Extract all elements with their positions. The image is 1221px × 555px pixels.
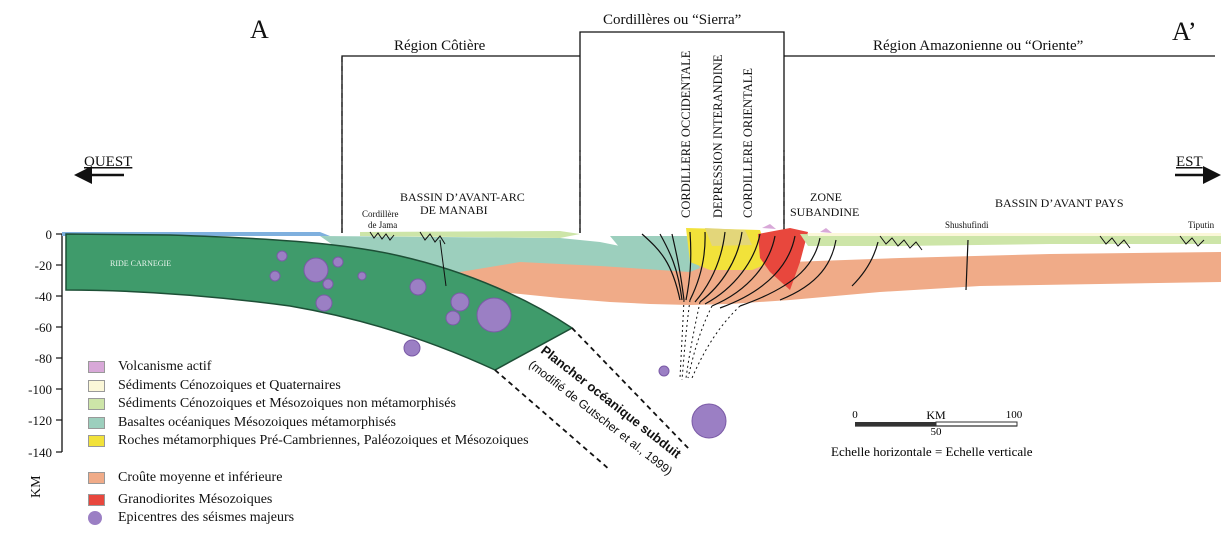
cordillere-occidentale-label: CORDILLERE OCCIDENTALE (679, 50, 693, 218)
legend-item: Sédiments Cénozoiques et Mésozoiques non… (88, 395, 548, 414)
legend-item: Granodiorites Mésozoiques (88, 491, 548, 510)
epicenter (404, 340, 420, 356)
depth-tick-140: -140 (28, 445, 52, 460)
epicenter (692, 404, 726, 438)
legend-swatch (88, 494, 105, 506)
section-start-label: A (250, 15, 269, 44)
subandine-label-2: SUBANDINE (790, 205, 859, 219)
subducted-floor-label: Plancher océanique subduit (538, 343, 684, 462)
jama-label-1: Cordillère (362, 209, 399, 219)
legend-item: Basaltes océaniques Mésozoiques métamorp… (88, 414, 548, 433)
legend-swatch (88, 380, 105, 392)
legend-label: Roches métamorphiques Pré-Cambriennes, P… (118, 432, 548, 450)
legend-swatch (88, 472, 105, 484)
epicenter (304, 258, 328, 282)
depth-tick-0: 0 (46, 227, 53, 242)
region-coastal-label: Région Côtière (394, 38, 486, 54)
depth-tick-100: -100 (28, 382, 52, 397)
depth-tick-60: -60 (35, 320, 52, 335)
manabi-basin-label-2: DE MANABI (420, 203, 488, 217)
epicenter (451, 293, 469, 311)
legend-item: Epicentres des séismes majeurs (88, 509, 548, 528)
legend-label: Basaltes océaniques Mésozoiques métamorp… (118, 414, 396, 432)
west-label: OUEST (84, 154, 132, 170)
epicenter (333, 257, 343, 267)
section-end-label: A’ (1172, 17, 1197, 46)
epicenter (323, 279, 333, 289)
epicenter (410, 279, 426, 295)
depth-tick-40: -40 (35, 289, 52, 304)
manabi-basin-label-1: BASSIN D’AVANT-ARC (400, 190, 525, 204)
legend-swatch (88, 398, 105, 410)
legend-item: Croûte moyenne et inférieure (88, 469, 548, 488)
scale-unit: KM (926, 408, 946, 422)
foreland-basin-label: BASSIN D’AVANT PAYS (995, 196, 1124, 210)
legend-item: Volcanisme actif (88, 358, 548, 377)
depth-tick-20: -20 (35, 258, 52, 273)
tiputini-label: Tiputin (1188, 220, 1215, 230)
legend: Volcanisme actif Sédiments Cénozoiques e… (88, 358, 548, 528)
depth-unit-label: KM (29, 475, 44, 498)
depth-axis (56, 234, 62, 452)
depth-tick-80: -80 (35, 351, 52, 366)
depth-tick-120: -120 (28, 413, 52, 428)
legend-label: Croûte moyenne et inférieure (118, 469, 282, 487)
east-label: EST (1176, 154, 1203, 170)
scale-tick-0: 0 (852, 409, 858, 421)
scale-tick-50: 50 (931, 426, 943, 438)
legend-item: Sédiments Cénozoiques et Quaternaires (88, 377, 548, 396)
epicenter (446, 311, 460, 325)
depression-interandine-label: DEPRESSION INTERANDINE (711, 54, 725, 218)
legend-label: Volcanisme actif (118, 358, 211, 376)
epicenter (316, 295, 332, 311)
epicenter-legend-icon (88, 511, 102, 525)
jama-label-2: de Jama (368, 220, 397, 230)
carnegie-ridge-label: RIDE CARNEGIE (110, 259, 171, 268)
epicenter (477, 298, 511, 332)
legend-swatch (88, 361, 105, 373)
legend-label: Sédiments Cénozoiques et Mésozoiques non… (118, 395, 456, 413)
subandine-label-1: ZONE (810, 190, 842, 204)
legend-label: Granodiorites Mésozoiques (118, 491, 272, 509)
legend-item: Roches métamorphiques Pré-Cambriennes, P… (88, 432, 548, 469)
subducted-floor-source: (modifié de Gutscher et al., 1999) (526, 357, 675, 478)
region-sierra-label: Cordillères ou “Sierra” (603, 12, 741, 28)
epicenter (270, 271, 280, 281)
scale-tick-100: 100 (1006, 409, 1023, 421)
epicenter (659, 366, 669, 376)
legend-swatch (88, 435, 105, 447)
scale-bar: 0 50 100 KM Echelle horizontale = Echell… (831, 408, 1033, 459)
epicenter (277, 251, 287, 261)
cordillere-orientale-label: CORDILLERE ORIENTALE (741, 68, 755, 218)
legend-label: Sédiments Cénozoiques et Quaternaires (118, 377, 341, 395)
epicenter (358, 272, 366, 280)
region-oriente-label: Région Amazonienne ou “Oriente” (873, 38, 1083, 54)
legend-swatch (88, 417, 105, 429)
shushufindi-label: Shushufindi (945, 220, 989, 230)
legend-label: Epicentres des séismes majeurs (118, 509, 294, 527)
scale-note: Echelle horizontale = Echelle verticale (831, 444, 1033, 459)
active-volcanism (762, 224, 776, 229)
